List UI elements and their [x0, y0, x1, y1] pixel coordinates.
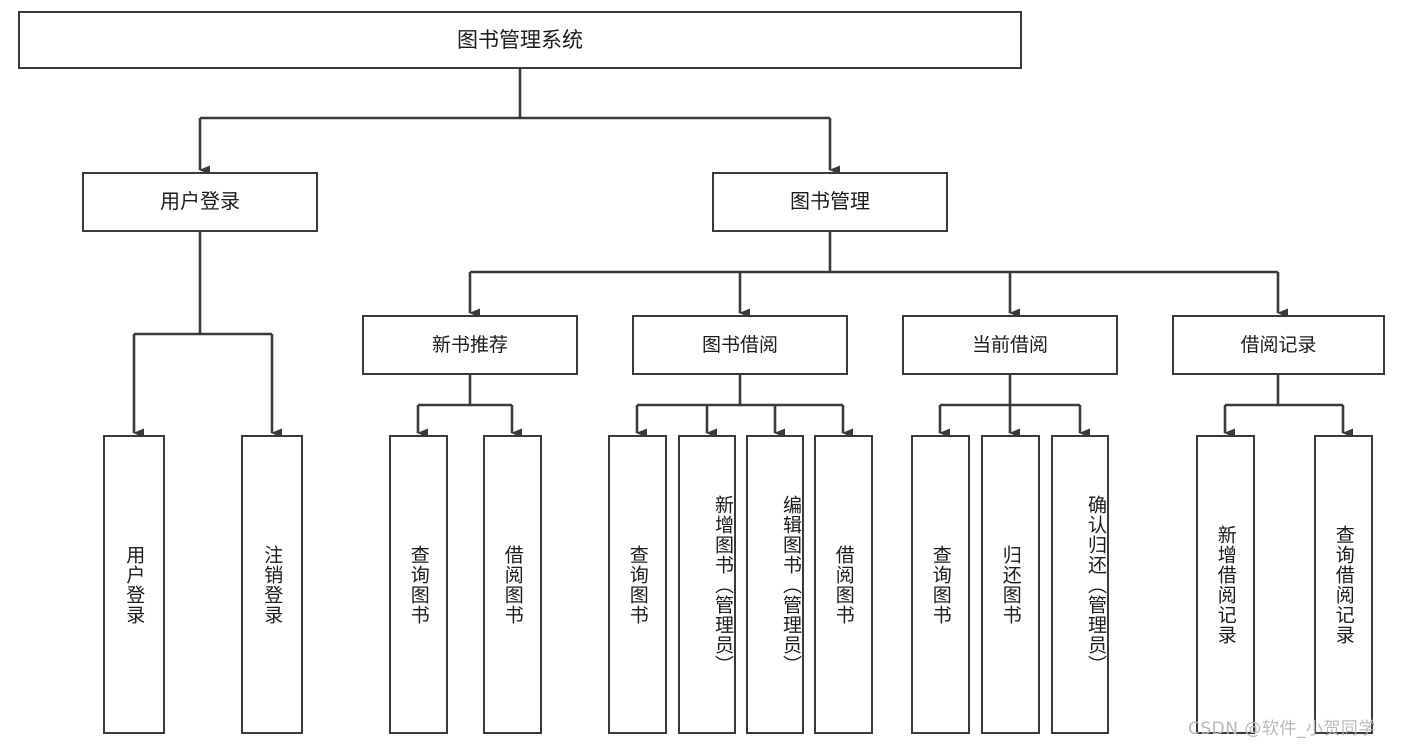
leaf-query-book-borrow[interactable]: 查询图书 — [608, 435, 667, 734]
leaf-borrow-book-new[interactable]: 借阅图书 — [483, 435, 542, 734]
node-new-book-recommend[interactable]: 新书推荐 — [362, 315, 578, 375]
leaf-confirm-return-admin[interactable]: 确认归还（管理员） — [1051, 435, 1109, 734]
node-current-borrow[interactable]: 当前借阅 — [902, 315, 1118, 375]
leaf-query-book-new[interactable]: 查询图书 — [389, 435, 448, 734]
node-book-management[interactable]: 图书管理 — [712, 172, 948, 232]
leaf-add-book-admin[interactable]: 新增图书（管理员） — [678, 435, 736, 734]
leaf-return-book[interactable]: 归还图书 — [981, 435, 1040, 734]
leaf-add-borrow-record[interactable]: 新增借阅记录 — [1196, 435, 1255, 734]
node-user-login[interactable]: 用户登录 — [82, 172, 318, 232]
leaf-edit-book-admin[interactable]: 编辑图书（管理员） — [746, 435, 804, 734]
node-borrow-records[interactable]: 借阅记录 — [1172, 315, 1385, 375]
node-root-system[interactable]: 图书管理系统 — [18, 11, 1022, 69]
leaf-logout[interactable]: 注销登录 — [241, 435, 303, 734]
leaf-query-book-current[interactable]: 查询图书 — [911, 435, 970, 734]
node-book-borrow[interactable]: 图书借阅 — [632, 315, 848, 375]
leaf-borrow-book[interactable]: 借阅图书 — [814, 435, 873, 734]
leaf-query-borrow-record[interactable]: 查询借阅记录 — [1314, 435, 1373, 734]
leaf-user-login[interactable]: 用户登录 — [103, 435, 165, 734]
watermark-credit: CSDN @软件_小贺同学 — [1188, 719, 1376, 739]
